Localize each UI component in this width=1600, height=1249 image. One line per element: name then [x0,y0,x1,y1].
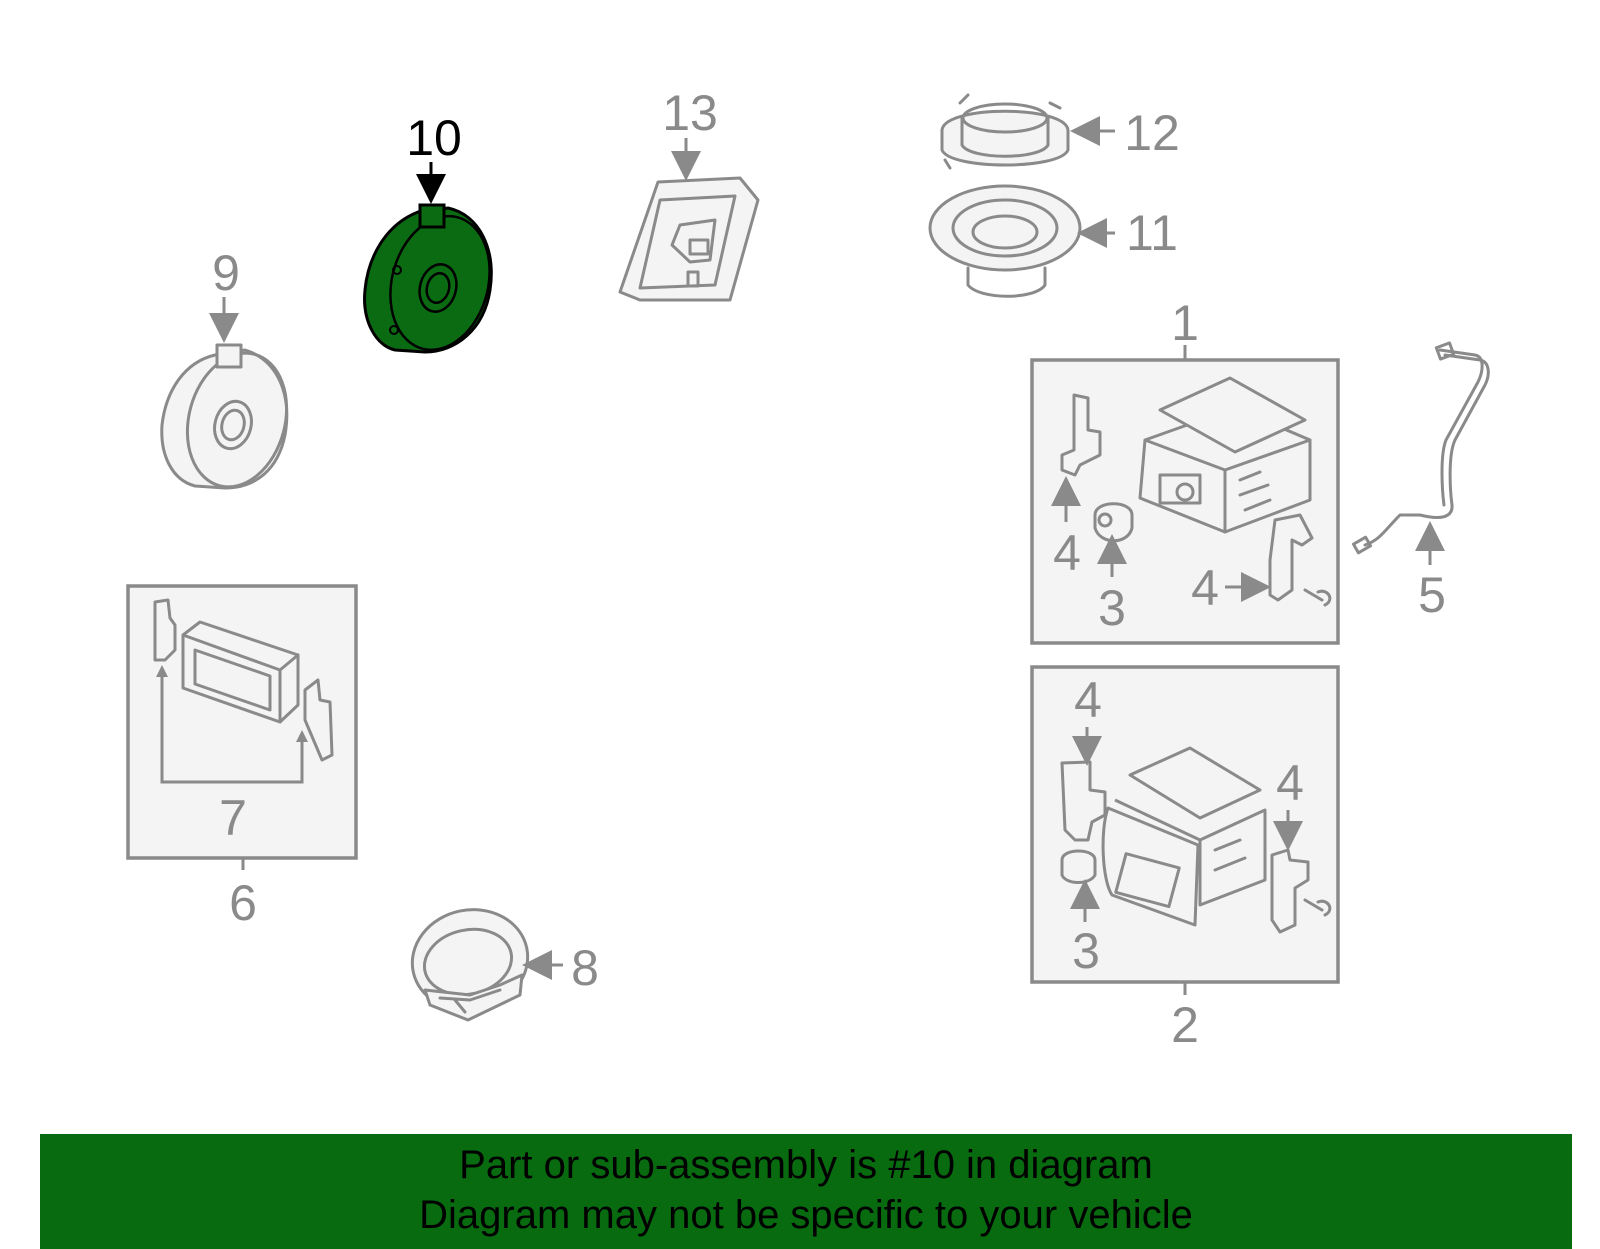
callout-4-box2-right[interactable]: 4 [1276,755,1304,811]
part-9-speaker[interactable] [160,342,301,498]
callout-1[interactable]: 1 [1171,295,1199,351]
callout-3-box1[interactable]: 3 [1098,580,1126,636]
info-banner: Part or sub-assembly is #10 in diagram D… [40,1134,1572,1249]
callout-7[interactable]: 7 [219,790,247,846]
callout-3-box2[interactable]: 3 [1072,923,1100,979]
callout-2[interactable]: 2 [1171,997,1199,1053]
part-10-speaker-highlighted[interactable] [363,203,504,361]
callout-9[interactable]: 9 [212,245,240,301]
part-13-module[interactable] [618,176,760,302]
parts-diagram: 10 9 13 12 11 [126,85,1490,1053]
assembly-6-box[interactable] [126,584,358,870]
callout-5[interactable]: 5 [1418,567,1446,623]
callout-11[interactable]: 11 [1126,205,1178,261]
part-5-cable[interactable] [1351,341,1490,555]
callout-13[interactable]: 13 [662,85,718,141]
part-8-speaker[interactable] [403,899,537,1022]
callout-4-box2-left[interactable]: 4 [1074,672,1102,728]
banner-line-2: Diagram may not be specific to your vehi… [419,1193,1193,1237]
callout-6[interactable]: 6 [229,875,257,931]
banner-line-1: Part or sub-assembly is #10 in diagram [459,1143,1153,1187]
part-11-speaker[interactable] [928,184,1082,298]
callout-10[interactable]: 10 [406,110,462,166]
part-12-tweeter[interactable] [940,93,1070,170]
assembly-1-box[interactable] [1030,345,1340,645]
callout-12[interactable]: 12 [1124,105,1180,161]
callout-4-box1-left[interactable]: 4 [1053,525,1081,581]
callout-8[interactable]: 8 [571,940,599,996]
callout-4-box1-right[interactable]: 4 [1191,560,1219,616]
